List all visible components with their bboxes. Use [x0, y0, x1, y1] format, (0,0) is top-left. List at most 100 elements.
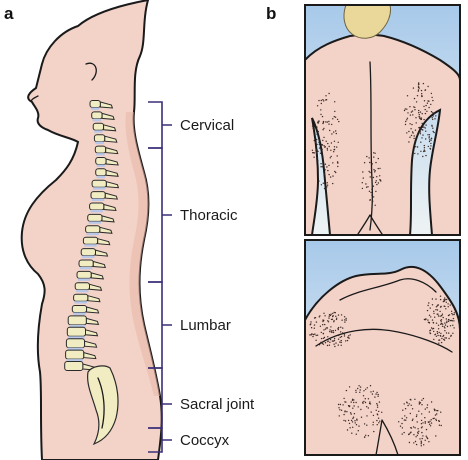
stipple-dot [324, 163, 327, 165]
stipple-dot [415, 117, 417, 119]
stipple-dot [314, 141, 317, 143]
stipple-dot [429, 148, 432, 150]
stipple-dot [337, 338, 340, 340]
intervertebral-disc [96, 175, 106, 179]
stipple-dot [320, 99, 322, 102]
stipple-dot [335, 318, 338, 321]
stipple-dot [352, 426, 354, 428]
stipple-dot [414, 152, 416, 155]
stipple-dot [317, 150, 319, 153]
stipple-dot [326, 184, 329, 186]
stipple-dot [435, 298, 437, 300]
intervertebral-disc [92, 198, 105, 201]
stipple-dot [338, 415, 340, 417]
stipple-dot [413, 137, 415, 140]
stipple-dot [433, 330, 435, 333]
stipple-dot [419, 126, 421, 129]
stipple-dot [322, 337, 325, 339]
stipple-dot [365, 388, 367, 390]
stipple-dot [428, 134, 431, 136]
stipple-dot [370, 191, 372, 194]
stipple-dot [325, 121, 327, 123]
stipple-dot [423, 100, 426, 102]
stipple-dot [440, 424, 442, 427]
stipple-dot [315, 149, 317, 151]
stipple-dot [420, 440, 422, 442]
stipple-dot [322, 120, 325, 123]
spine-region-brackets [148, 101, 172, 453]
stipple-dot [354, 422, 356, 424]
intervertebral-disc [76, 289, 89, 293]
stipple-dot [326, 149, 329, 151]
stipple-dot [417, 432, 419, 435]
stipple-dot [370, 167, 373, 169]
stipple-dot [436, 309, 439, 311]
stipple-dot [355, 389, 357, 392]
stipple-dot [420, 117, 423, 119]
stipple-dot [407, 404, 409, 407]
stipple-dot [428, 423, 431, 425]
stipple-dot [373, 430, 375, 433]
stipple-dot [343, 335, 346, 337]
stipple-dot [424, 417, 426, 419]
stipple-dot [329, 330, 331, 333]
stipple-dot [446, 298, 448, 301]
stipple-dot [317, 130, 319, 133]
stipple-dot [440, 411, 442, 413]
stipple-dot [376, 391, 378, 394]
bracket-thoracic [148, 147, 172, 283]
stipple-dot [340, 344, 342, 346]
stipple-dot [411, 131, 414, 133]
vertebral-body [65, 349, 85, 360]
stipple-dot [349, 427, 351, 429]
stipple-dot [414, 427, 416, 429]
stipple-dot [330, 318, 333, 321]
stipple-dot [372, 421, 374, 423]
stipple-dot [344, 420, 347, 422]
stipple-dot [321, 144, 324, 146]
stipple-dot [356, 418, 358, 420]
spinous-process [99, 101, 114, 109]
panel-letter-b: b [266, 4, 276, 23]
stipple-dot [376, 176, 378, 178]
stipple-dot [330, 155, 332, 158]
stipple-dot [355, 424, 358, 426]
stipple-dot [328, 123, 330, 125]
spinous-process [84, 340, 98, 348]
stipple-dot [332, 118, 334, 120]
stipple-dot [323, 312, 325, 314]
vertebral-body [89, 202, 105, 211]
stipple-dot [376, 404, 379, 406]
stipple-dot [422, 126, 424, 128]
stipple-dot [364, 398, 366, 400]
stipple-dot [449, 319, 452, 322]
stipple-dot [428, 302, 430, 304]
stipple-dot [439, 306, 442, 308]
stipple-dot [409, 123, 411, 125]
stipple-dot [374, 396, 376, 398]
stipple-dot [359, 386, 362, 388]
stipple-dot [429, 420, 431, 422]
stipple-dot [373, 169, 375, 171]
stipple-dot [433, 112, 435, 115]
intervertebral-disc [68, 336, 85, 339]
stipple-dot [447, 320, 450, 323]
stipple-dot [328, 317, 330, 319]
stipple-dot [367, 435, 370, 437]
bent-stipple-shading [309, 295, 455, 447]
stipple-dot [318, 143, 320, 146]
stipple-dot [363, 423, 366, 425]
stipple-dot [330, 149, 332, 151]
stipple-dot [318, 141, 320, 144]
stipple-dot [323, 336, 326, 339]
stipple-dot [328, 145, 330, 148]
stipple-dot [419, 111, 422, 113]
stipple-dot [351, 432, 353, 434]
vertebra-thoracic [80, 248, 109, 258]
stipple-dot [377, 393, 379, 396]
stipple-dot [412, 114, 414, 116]
stipple-dot [380, 180, 382, 182]
vertebra-lumbar [65, 349, 97, 362]
stipple-dot [377, 157, 379, 160]
stipple-dot [421, 113, 423, 115]
